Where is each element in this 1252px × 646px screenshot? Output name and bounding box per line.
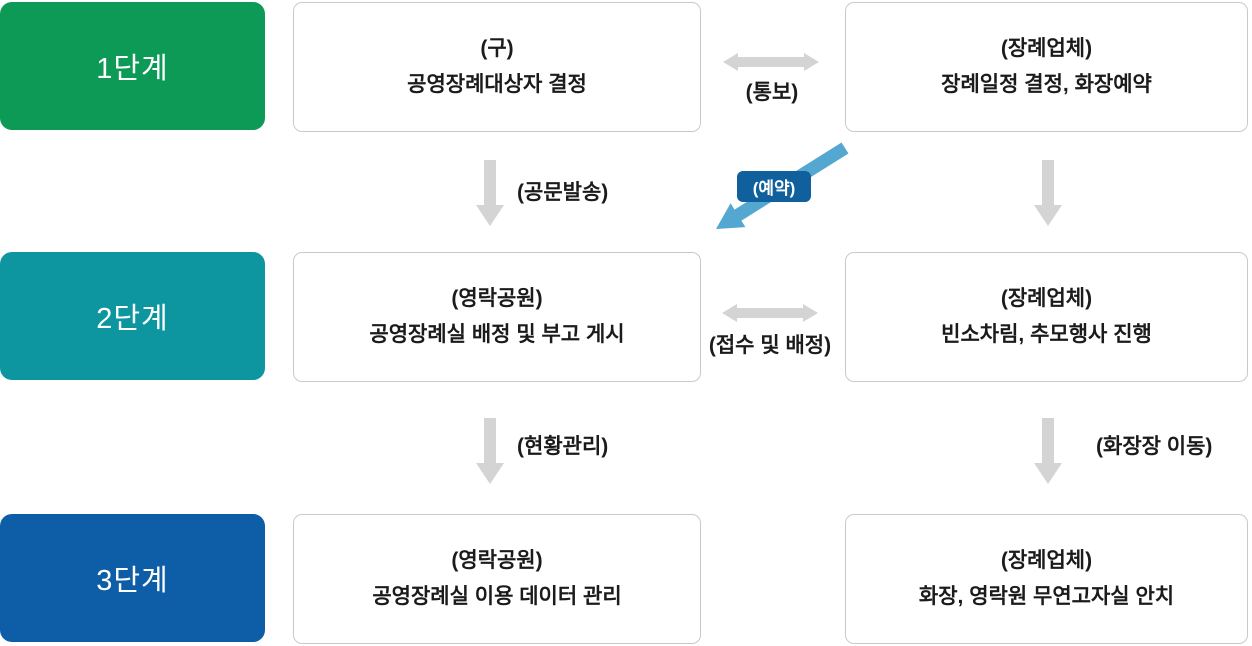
- cremation-enshrine-text: 화장, 영락원 무연고자실 안치: [918, 585, 1175, 608]
- park-assign-box: (영락공원) 공영장례실 배정 및 부고 게시: [293, 252, 701, 382]
- stage-1-pill: 1단계: [0, 2, 265, 130]
- cremation-enshrine-org: (장례업체): [1000, 549, 1093, 572]
- receipt-assign-arrow-both-icon: [722, 304, 818, 322]
- district-decision-org: (구): [480, 37, 514, 60]
- memorial-event-org: (장례업체): [1000, 287, 1093, 310]
- crematorium-move-arrow-down-icon: [1034, 418, 1062, 484]
- data-manage-text: 공영장례실 이용 데이터 관리: [372, 585, 622, 608]
- funeral-schedule-box: (장례업체) 장례일정 결정, 화장예약: [845, 2, 1248, 132]
- funeral-schedule-org: (장례업체): [1000, 37, 1093, 60]
- stage-2-label: 2단계: [96, 303, 169, 335]
- status-manage-label: (현황관리): [517, 435, 609, 458]
- cremation-enshrine-box: (장례업체) 화장, 영락원 무연고자실 안치: [845, 514, 1248, 644]
- reservation-badge-label: (예약): [752, 179, 796, 198]
- crematorium-move-label: (화장장 이동): [1096, 435, 1213, 458]
- memorial-event-text: 빈소차림, 추모행사 진행: [941, 323, 1152, 346]
- data-manage-box: (영락공원) 공영장례실 이용 데이터 관리: [293, 514, 701, 644]
- stage-3-label: 3단계: [96, 565, 169, 597]
- doc-send-arrow-down-icon: [476, 160, 504, 226]
- funeral-schedule-text: 장례일정 결정, 화장예약: [941, 73, 1152, 96]
- notify-arrow-both-icon: [723, 53, 819, 71]
- funeral-to-memorial-arrow-down-icon: [1034, 160, 1062, 226]
- status-manage-arrow-down-icon: [476, 418, 504, 484]
- receipt-assign-label: (접수 및 배정): [708, 334, 832, 357]
- stage-2-pill: 2단계: [0, 252, 265, 380]
- park-assign-org: (영락공원): [451, 287, 543, 310]
- park-assign-text: 공영장례실 배정 및 부고 게시: [369, 323, 625, 346]
- memorial-event-box: (장례업체) 빈소차림, 추모행사 진행: [845, 252, 1248, 382]
- stage-3-pill: 3단계: [0, 514, 265, 642]
- data-manage-org: (영락공원): [451, 549, 543, 572]
- stage-1-label: 1단계: [96, 53, 169, 85]
- notify-arrow-label: (통보): [745, 81, 799, 104]
- district-decision-box: (구) 공영장례대상자 결정: [293, 2, 701, 132]
- doc-send-label: (공문발송): [517, 181, 609, 204]
- district-decision-text: 공영장례대상자 결정: [407, 73, 587, 96]
- reservation-badge: (예약): [737, 171, 811, 202]
